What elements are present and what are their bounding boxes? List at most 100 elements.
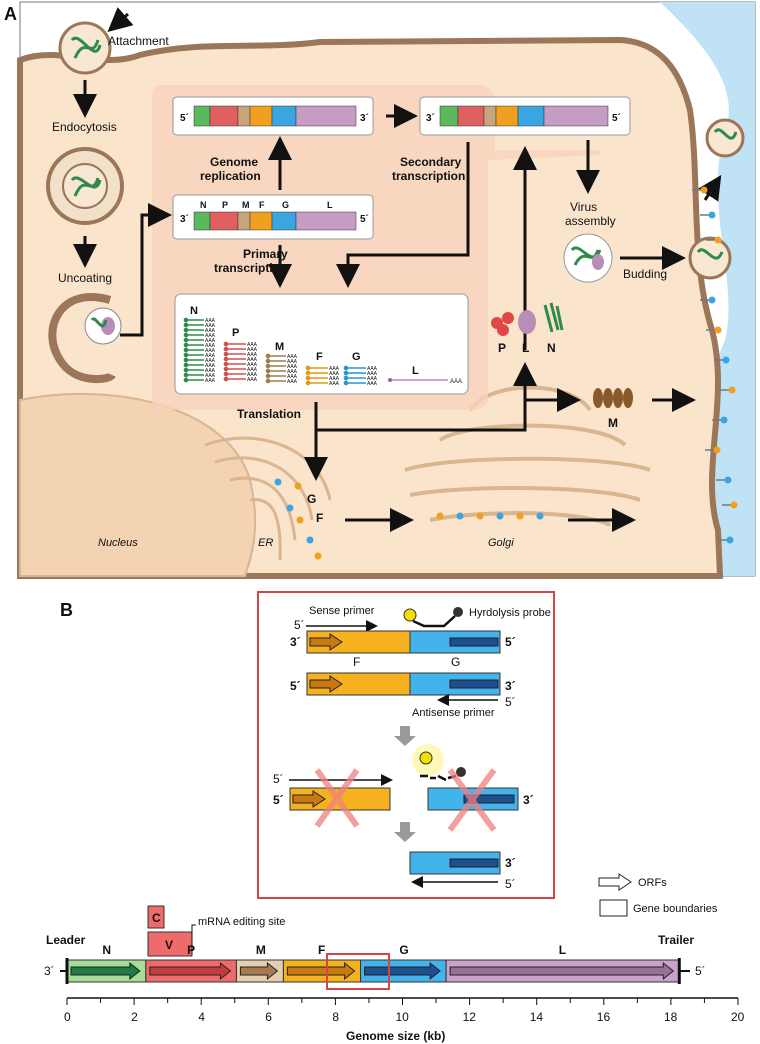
mrna-cap [265,353,271,359]
mrna-tail: AAA [367,366,378,372]
assay-3prime-1: 3´ [290,635,301,649]
editing-site-marker [191,924,196,954]
uncoating-label: Uncoating [58,271,112,285]
axis-tick-label: 16 [597,1010,611,1024]
svg-text:P: P [222,200,228,210]
primary-transcription-label-2: transcription [214,261,287,275]
assay-3prime-3: 3´ [523,793,534,807]
axis-tick-label: 18 [664,1010,678,1024]
mrna-cap [183,347,189,353]
gene-label-m: M [256,943,266,957]
mrna-cap [265,378,271,384]
genome-box-primary: N P M F G L 3´ 5´ [172,194,374,240]
endocytosis-label: Endocytosis [52,120,117,134]
assay-frame [257,591,555,899]
mrna-cap [223,361,229,367]
orf-g [364,961,441,981]
gene-label-n: N [102,943,111,957]
gene-label-g: G [399,943,408,957]
mrna-cap [343,365,349,371]
legend-boundary-icon [599,899,628,917]
svg-text:5´: 5´ [612,113,621,124]
mrna-tail: AAA [205,378,216,384]
glycoprotein-head [728,386,736,394]
mrna-cap [223,341,229,347]
mrna-cap [223,366,229,372]
glycoprotein-head [700,186,708,194]
secondary-transcription-label-2: transcription [392,169,465,183]
mrna-cap [305,370,311,376]
mrna-cap [223,376,229,382]
assay-G-orf-1 [449,637,499,647]
probe-label: Hyrdolysis probe [469,607,551,619]
assay-5prime-final: 5´ [505,877,516,891]
svg-text:M: M [275,341,284,353]
cleaved-probe-fragments [420,774,457,782]
probe-quencher [453,607,463,617]
golgi-glycoproteins [436,512,544,520]
svg-text:N: N [190,305,198,317]
virus-assembly-label-2: assembly [565,214,616,228]
axis-tick-label: 6 [265,1010,272,1024]
attachment-label: Attachment [108,34,169,48]
primary-transcription-label-1: Primary [243,247,288,261]
assay-5prime-4: 5´ [273,793,284,807]
mrna-tail: AAA [287,359,298,365]
mrna-tail: AAA [205,338,216,344]
assay-F-orf-3 [292,790,326,808]
mrna-tail: AAA [205,353,216,359]
axis-tick-label: 12 [463,1010,477,1024]
mrna-tail: AAA [205,318,216,324]
protein-L-label: L [522,341,529,355]
mrna-cap [183,342,189,348]
cross-marks [314,768,497,832]
v-label: V [165,938,173,952]
budding-label: Budding [623,267,667,281]
assay-3prime-bar2: 3´ [505,679,516,693]
genome-replication-label-2: replication [200,169,261,183]
mrna-cap [265,368,271,374]
glycoprotein-head [713,446,721,454]
er-F-label: F [316,511,323,525]
nucleus [19,393,257,577]
legend-orfs-label: ORFs [638,877,667,889]
probe-fluorophore [403,608,417,622]
mrna-cap [183,327,189,333]
mrna-tail: AAA [247,377,258,383]
nucleus-label: Nucleus [98,537,138,549]
mrna-tail: AAA [205,343,216,349]
mrna-cap [265,373,271,379]
sense-primer-label: Sense primer [309,605,375,617]
membrane-glycoproteins [692,186,738,544]
mrna-tail: AAA [287,369,298,375]
axis-tick-label: 20 [731,1010,745,1024]
leader-label: Leader [46,933,86,947]
svg-text:M: M [242,200,250,210]
mrna-cap [223,371,229,377]
mrna-cap [265,358,271,364]
mrna-cap [343,375,349,381]
mrna-tail: AAA [205,363,216,369]
svg-text:P: P [232,327,239,339]
genome-box-replicated: 5´ 3´ [172,96,374,136]
uncoating-virion [48,293,122,384]
protein-N-label: N [547,341,556,355]
mrna-tail: AAA [287,354,298,360]
mrna-tail: AAA [367,371,378,377]
mrna-cap [183,332,189,338]
mrna-tail: AAA [205,368,216,374]
c-box [147,905,165,929]
mrna-tail: AAA [367,381,378,387]
mrna-tail: AAA [205,358,216,364]
mrna-cap [183,317,189,323]
assay-F-label: F [353,655,360,669]
legend-boundaries-label: Gene boundaries [633,903,718,915]
assay-5prime-3: 5´ [273,772,284,786]
orf-n [70,961,141,981]
er-label: ER [258,537,273,549]
mrna-tail: AAA [247,357,258,363]
mrna-tail: AAA [247,362,258,368]
assay-G-orf-4 [449,858,499,868]
